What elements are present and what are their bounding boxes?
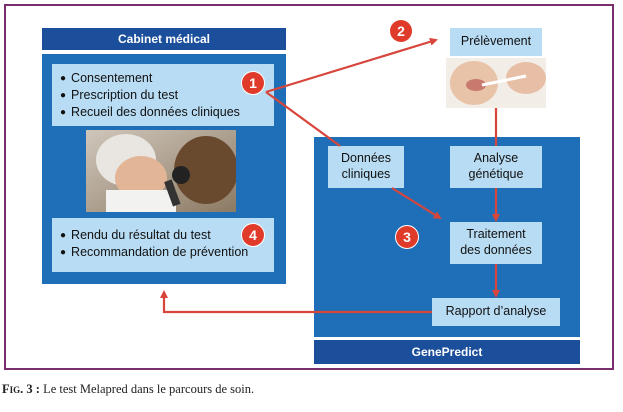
arrow-donnees-to-traitement [391,187,442,220]
cabinet-tasks-list: Consentement Prescription du test Recuei… [52,64,274,126]
cabinet-results-list: Rendu du résultat du test Recommandation… [52,218,274,272]
arrow-rapport-to-cabinet [160,290,432,314]
rapport-analyse-box: Rapport d’analyse [432,298,560,326]
prelevement-box: Prélèvement [450,28,542,56]
swab-sample-photo [446,58,546,108]
arrow-cabinet-to-donnees [265,91,341,147]
doctor-exam-photo [86,130,236,212]
cabinet-title: Cabinet médical [42,28,286,50]
list-item: Recommandation de prévention [60,244,266,261]
genepredict-title: GenePredict [314,340,580,364]
step-1-badge: 1 [242,72,264,94]
traitement-donnees-box: Traitement des données [450,222,542,264]
analyse-genetique-box: Analyse génétique [450,146,542,188]
list-item: Recueil des données cliniques [60,104,266,121]
arrow-cabinet-to-prelevement [265,37,438,94]
donnees-cliniques-box: Données cliniques [328,146,404,188]
list-item: Consentement [60,70,266,87]
figure-caption: Fig. 3 : Le test Melapred dans le parcou… [2,382,254,397]
step-2-badge: 2 [390,20,412,42]
caption-label: Fig. 3 : [2,382,40,396]
list-item: Prescription du test [60,87,266,104]
list-item: Rendu du résultat du test [60,227,266,244]
step-4-badge: 4 [242,224,264,246]
caption-text: Le test Melapred dans le parcours de soi… [39,382,255,396]
step-3-badge: 3 [396,226,418,248]
